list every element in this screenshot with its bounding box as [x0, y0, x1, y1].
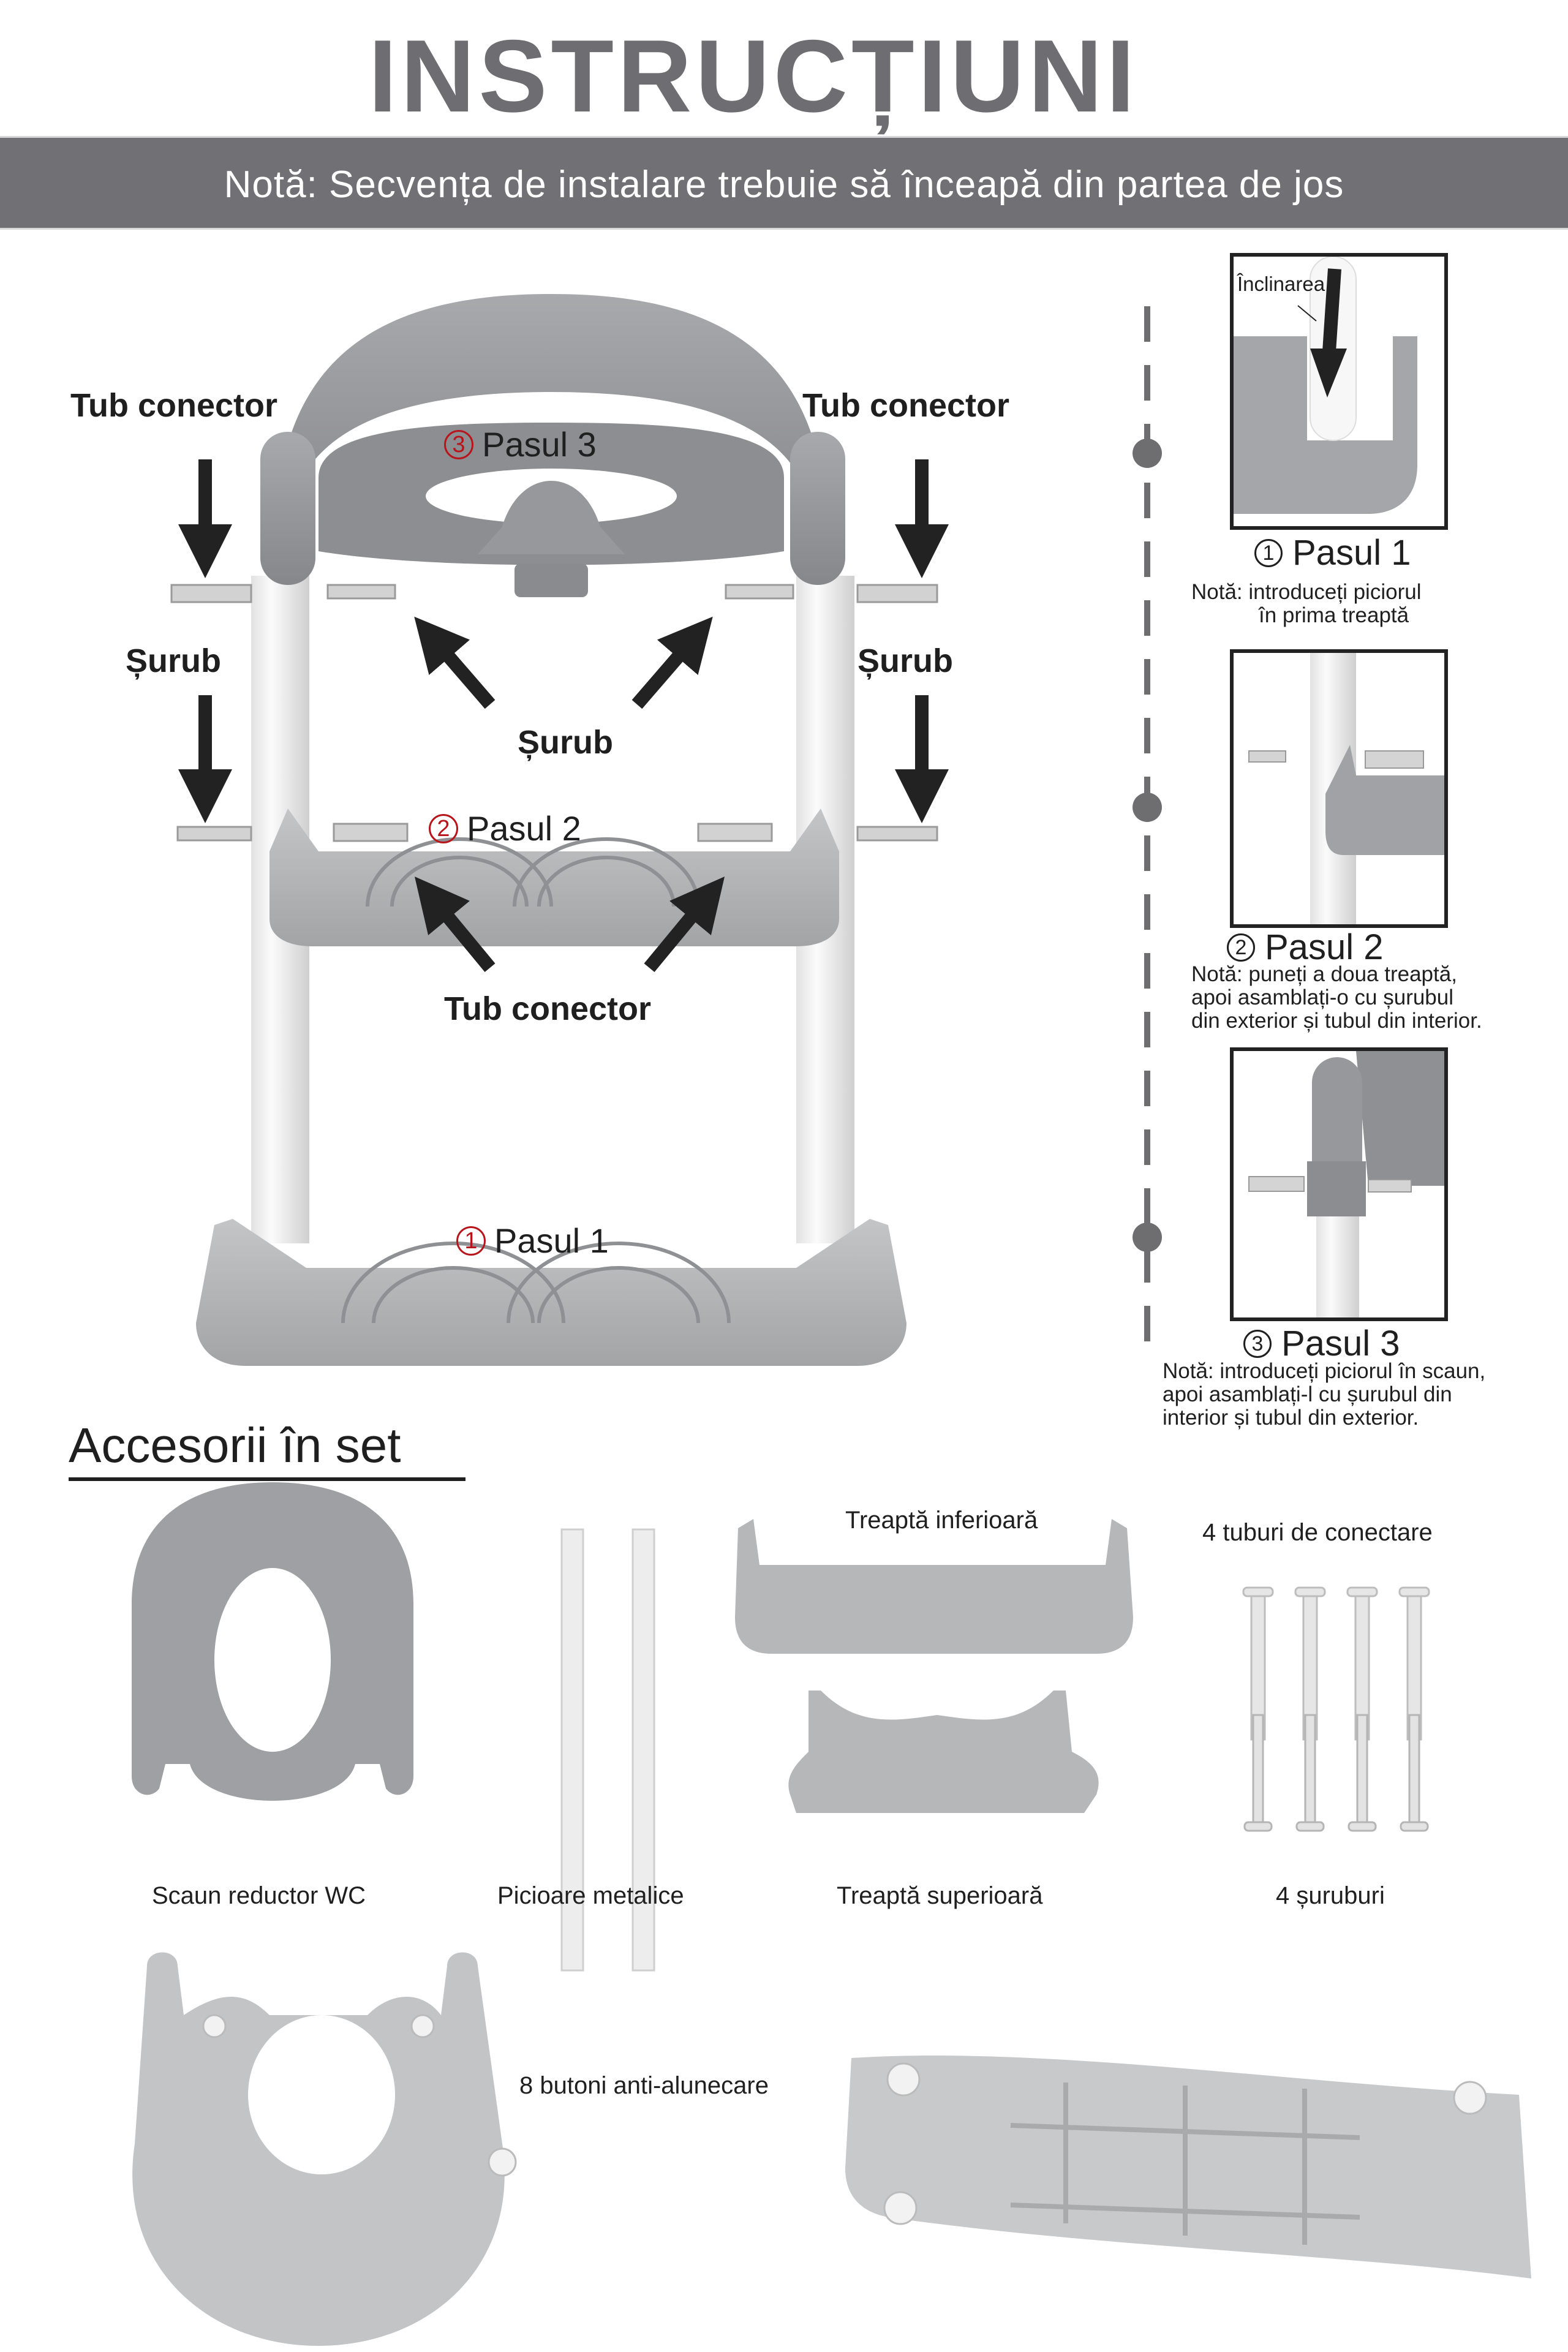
middle-step-tread — [366, 837, 700, 907]
side-step-3-note-line-3: interior și tubul din exterior. — [1163, 1406, 1419, 1430]
acc-bottom-step-icon — [735, 1519, 1133, 1654]
timeline-dot-2 — [1133, 793, 1162, 822]
step-number-badge: 3 — [444, 430, 473, 459]
accessory-caption-top-step: Treaptă superioară — [837, 1882, 1043, 1909]
connector-tubes-and-screws — [170, 584, 938, 842]
step-number-badge: 1 — [456, 1226, 486, 1256]
step-2-detail-image — [1230, 649, 1448, 928]
label-surub-center: Șurub — [518, 724, 613, 761]
step-1-callout: Înclinarea — [1237, 273, 1325, 295]
seat-right-cuff — [790, 432, 845, 585]
main-step-3: 3 Pasul 3 — [444, 428, 597, 462]
side-step-1-note-line-1: Notă: introduceți piciorul — [1191, 580, 1422, 604]
side-step-3-title: 3 Pasul 3 — [1243, 1326, 1400, 1362]
step-number-badge: 2 — [1227, 933, 1255, 962]
side-step-2-title: 2 Pasul 2 — [1227, 930, 1383, 965]
bottom-step-tread — [341, 1242, 731, 1324]
accessory-caption-seat-reducer: Scaun reductor WC — [152, 1882, 366, 1909]
accessory-caption-connector-tubes: 4 tuburi de conectare — [1202, 1519, 1433, 1546]
side-step-3-note-line-2: apoi asamblați-l cu șurubul din — [1163, 1382, 1452, 1406]
accessories-title-underline — [69, 1477, 466, 1481]
page-title: INSTRUCȚIUNI — [368, 18, 1139, 134]
acc-connector-tubes-icon — [1242, 1586, 1430, 1741]
timeline-dashed-line — [1144, 306, 1150, 1348]
step-3-detail-image — [1230, 1047, 1448, 1321]
label-tub-conector-center: Tub conector — [444, 990, 652, 1027]
step-1-detail-image: Înclinarea — [1230, 253, 1448, 530]
seat-back — [276, 294, 827, 539]
seat-splash-guard — [478, 481, 625, 554]
anti-slip-buttons-label: 8 butoni anti-alunecare — [519, 2072, 769, 2099]
side-step-1-title: 1 Pasul 1 — [1254, 535, 1411, 571]
anti-slip-buttons — [202, 2014, 1487, 2225]
main-step-2: 2 Pasul 2 — [429, 812, 581, 846]
acc-screws-icon — [1243, 1714, 1429, 1832]
side-step-3-note-line-1: Notă: introduceți piciorul în scaun, — [1163, 1359, 1486, 1383]
step-label: Pasul 1 — [494, 1221, 609, 1260]
accessory-caption-bottom-step: Treaptă inferioară — [845, 1507, 1038, 1534]
side-step-2-note-line-3: din exterior și tubul din interior. — [1191, 1009, 1482, 1033]
acc-metal-leg-1 — [560, 1528, 584, 1972]
callout-arrows — [178, 459, 949, 973]
label-tub-conector-left: Tub conector — [70, 387, 278, 424]
banner-note-text: Notă: Secvența de instalare trebuie să î… — [224, 164, 1344, 206]
acc-seat-reducer-hole — [214, 1568, 331, 1752]
accessory-caption-metal-legs: Picioare metalice — [497, 1882, 684, 1909]
step-underside-ribs — [1010, 2082, 1360, 2245]
side-step-2-note-line-2: apoi asamblați-o cu șurubul — [1191, 986, 1454, 1009]
label-tub-conector-right: Tub conector — [802, 387, 1010, 424]
acc-top-step-icon — [788, 1691, 1099, 1813]
seat-tab — [514, 564, 588, 597]
timeline-dot-3 — [1133, 1223, 1162, 1252]
step-number-badge: 2 — [429, 814, 458, 843]
step-number-badge: 1 — [1254, 539, 1283, 567]
label-surub-right: Șurub — [858, 643, 953, 679]
step-label: Pasul 3 — [482, 425, 597, 464]
install-note-banner: Notă: Secvența de instalare trebuie să î… — [0, 136, 1568, 230]
step-label: Pasul 2 — [1265, 927, 1384, 967]
main-step-1: 1 Pasul 1 — [456, 1224, 609, 1258]
step-number-badge: 3 — [1243, 1330, 1272, 1358]
accessory-caption-screws: 4 șuruburi — [1276, 1882, 1385, 1909]
accessories-title: Accesorii în set — [69, 1418, 401, 1472]
step-label: Pasul 2 — [467, 809, 581, 848]
side-step-1-note-line-2: în prima treaptă — [1259, 603, 1409, 627]
side-step-2-note-line-1: Notă: puneți a doua treaptă, — [1191, 962, 1457, 986]
step-underside-illustration — [845, 2055, 1531, 2278]
seat-underside-hole — [248, 2015, 395, 2174]
timeline-dot-1 — [1133, 439, 1162, 468]
seat-left-cuff — [260, 432, 315, 585]
acc-metal-leg-2 — [631, 1528, 655, 1972]
step-label: Pasul 3 — [1281, 1324, 1400, 1363]
step-label: Pasul 1 — [1292, 533, 1411, 573]
label-surub-left: Șurub — [126, 643, 221, 679]
